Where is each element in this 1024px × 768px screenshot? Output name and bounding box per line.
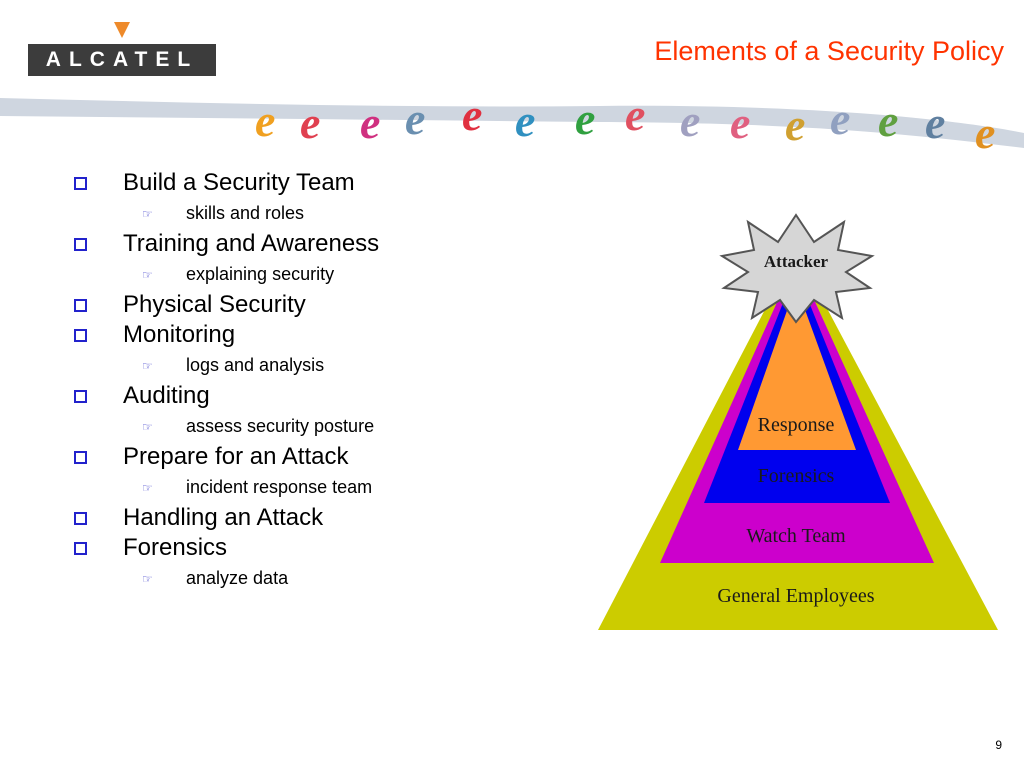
- square-bullet-icon: [74, 237, 87, 251]
- bullet-item: Prepare for an Attack: [72, 442, 492, 472]
- svg-text:e: e: [975, 107, 995, 158]
- svg-text:e: e: [255, 95, 275, 146]
- svg-text:e: e: [878, 95, 898, 146]
- square-bullet-icon: [74, 450, 87, 464]
- sub-bullet-label: incident response team: [186, 477, 373, 497]
- logo-triangle-icon: [114, 22, 130, 38]
- page-number: 9: [995, 738, 1002, 752]
- square-bullet-icon: [74, 389, 87, 403]
- svg-text:e: e: [730, 97, 750, 148]
- bullet-label: Auditing: [123, 382, 210, 409]
- bullet-item: Forensics: [72, 533, 492, 563]
- bullet-item: Monitoring: [72, 320, 492, 350]
- logo-text: ALCATEL: [45, 48, 199, 71]
- forensics-label: Forensics: [757, 465, 835, 487]
- bullet-item: Training and Awareness: [72, 229, 492, 259]
- pointing-hand-icon: ☞: [142, 571, 153, 586]
- pointing-hand-icon: ☞: [142, 358, 153, 373]
- attacker-label: Attacker: [763, 252, 829, 271]
- response-label: Response: [757, 414, 835, 436]
- bullet-item: Physical Security: [72, 290, 492, 320]
- svg-text:e: e: [625, 89, 645, 140]
- svg-text:e: e: [360, 97, 380, 148]
- logo-bar: ALCATEL: [28, 44, 216, 76]
- bullet-label: Handling an Attack: [123, 504, 324, 531]
- square-bullet-icon: [74, 298, 87, 312]
- sub-bullet-label: analyze data: [186, 568, 289, 588]
- sub-bullet-item: ☞ logs and analysis: [72, 350, 492, 381]
- pointing-hand-icon: ☞: [142, 267, 153, 282]
- svg-text:e: e: [680, 95, 700, 146]
- bullet-item: Build a Security Team: [72, 168, 492, 198]
- svg-text:e: e: [405, 93, 425, 144]
- svg-text:e: e: [575, 93, 595, 144]
- svg-text:e: e: [785, 99, 805, 150]
- svg-text:e: e: [300, 97, 320, 148]
- square-bullet-icon: [74, 541, 87, 555]
- sub-bullet-label: skills and roles: [186, 203, 305, 223]
- square-bullet-icon: [74, 328, 87, 342]
- pointing-hand-icon: ☞: [142, 206, 153, 221]
- svg-text:e: e: [462, 89, 482, 140]
- pyramid-layer-response: [738, 285, 856, 450]
- svg-text:e: e: [925, 97, 945, 148]
- general-employees-label: General Employees: [717, 585, 875, 607]
- sub-bullet-item: ☞ incident response team: [72, 472, 492, 503]
- bullet-item: Auditing: [72, 381, 492, 411]
- sub-bullet-item: ☞ analyze data: [72, 563, 492, 594]
- bullet-label: Forensics: [123, 534, 228, 561]
- security-pyramid-diagram: Attacker Response Forensics Watch Team G…: [590, 210, 1010, 650]
- e-characters-banner: e e e e e e e e e e e e e e e: [0, 78, 1024, 158]
- sub-bullet-item: ☞ assess security posture: [72, 411, 492, 442]
- pointing-hand-icon: ☞: [142, 480, 153, 495]
- bullet-label: Build a Security Team: [123, 169, 355, 196]
- sub-bullet-item: ☞ skills and roles: [72, 198, 492, 229]
- pointing-hand-icon: ☞: [142, 419, 153, 434]
- alcatel-logo: ALCATEL: [28, 22, 216, 78]
- sub-bullet-label: assess security posture: [186, 416, 375, 436]
- bullet-label: Physical Security: [123, 291, 306, 318]
- bullet-item: Handling an Attack: [72, 503, 492, 533]
- bullet-label: Monitoring: [123, 321, 236, 348]
- bullet-label: Training and Awareness: [123, 230, 380, 257]
- sub-bullet-item: ☞ explaining security: [72, 259, 492, 290]
- svg-text:e: e: [515, 95, 535, 146]
- sub-bullet-label: logs and analysis: [186, 355, 325, 375]
- bullet-list: Build a Security Team ☞ skills and roles…: [72, 168, 492, 594]
- sub-bullet-label: explaining security: [186, 264, 335, 284]
- bullet-label: Prepare for an Attack: [123, 443, 349, 470]
- banner-art-icon: e e e e e e e e e e e e e e e: [0, 89, 1024, 158]
- square-bullet-icon: [74, 176, 87, 190]
- square-bullet-icon: [74, 511, 87, 525]
- watch-team-label: Watch Team: [746, 525, 846, 547]
- slide-title: Elements of a Security Policy: [654, 36, 1004, 66]
- svg-text:e: e: [830, 93, 850, 144]
- attacker-starburst: [719, 213, 875, 324]
